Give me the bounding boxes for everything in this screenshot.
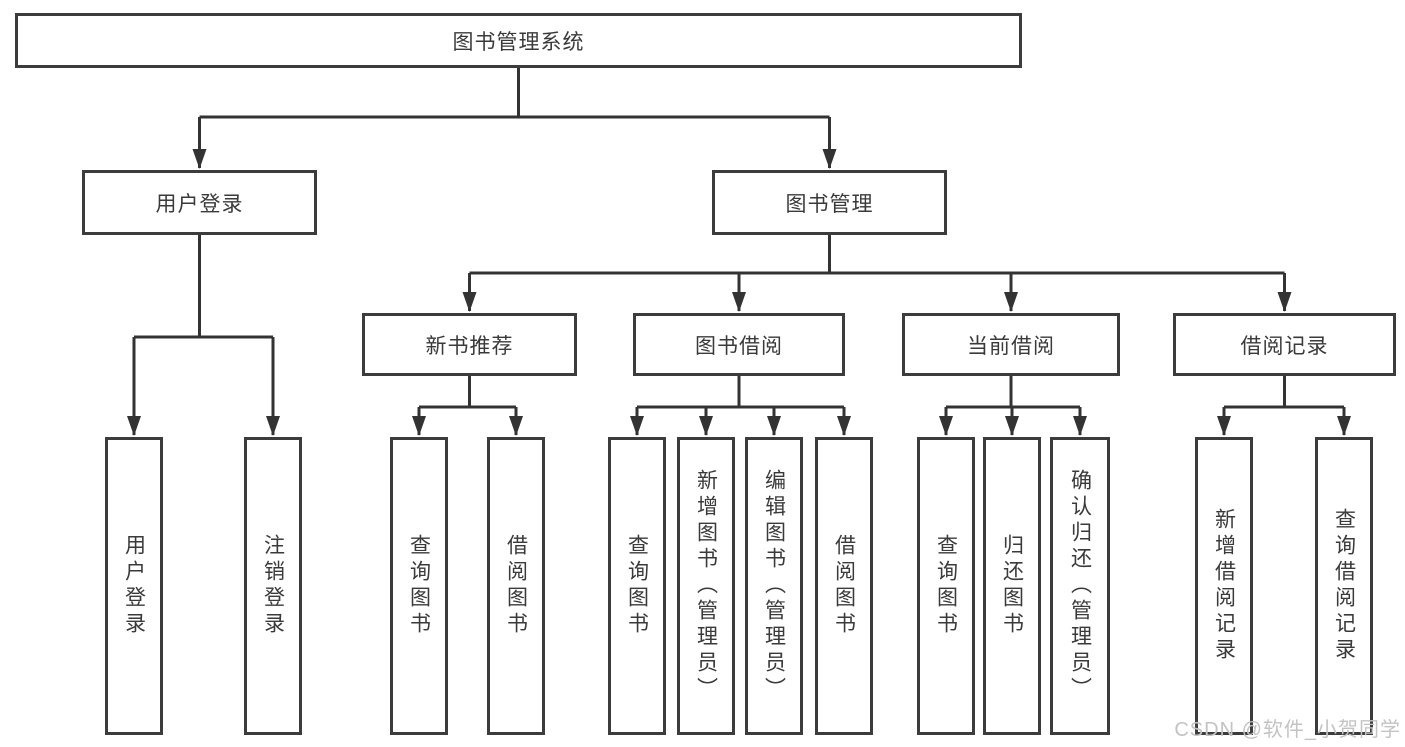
node-new-book-recommend-label: 新书推荐 — [425, 334, 514, 358]
leaf-confirm-return-admin: 确认归还（管理员） — [1050, 437, 1110, 735]
watermark: CSDN @软件_小贺同学 — [1174, 719, 1401, 741]
leaf-edit-books-admin: 编辑图书（管理员） — [745, 437, 803, 735]
leaf-borrowing-borrow-books: 借阅图书 — [815, 437, 873, 735]
node-new-book-recommend: 新书推荐 — [362, 313, 577, 376]
leaf-current-query-books: 查询图书 — [917, 437, 975, 735]
leaf-confirm-return-admin-label: 确认归还（管理员） — [1068, 469, 1092, 703]
node-book-management-label: 图书管理 — [785, 192, 874, 216]
leaf-current-query-books-label: 查询图书 — [934, 534, 958, 638]
node-user-login: 用户登录 — [82, 170, 317, 235]
node-borrowing-records-label: 借阅记录 — [1240, 334, 1329, 358]
leaf-add-books-admin: 新增图书（管理员） — [677, 437, 735, 735]
node-borrowing-records: 借阅记录 — [1173, 313, 1396, 376]
node-root-system: 图书管理系统 — [15, 13, 1022, 68]
leaf-recommend-borrow-books: 借阅图书 — [487, 437, 545, 735]
leaf-return-books-label: 归还图书 — [1000, 534, 1024, 638]
node-current-borrowing-label: 当前借阅 — [967, 334, 1055, 358]
node-user-login-label: 用户登录 — [155, 192, 244, 216]
leaf-add-books-admin-label: 新增图书（管理员） — [694, 469, 718, 703]
node-book-borrowing-label: 图书借阅 — [695, 334, 783, 358]
node-book-management: 图书管理 — [712, 170, 947, 235]
leaf-query-borrow-record-label: 查询借阅记录 — [1332, 508, 1356, 664]
node-root-system-label: 图书管理系统 — [452, 30, 585, 54]
leaf-add-borrow-record-label: 新增借阅记录 — [1212, 508, 1236, 664]
leaf-return-books: 归还图书 — [983, 437, 1041, 735]
leaf-logout: 注销登录 — [244, 437, 302, 735]
leaf-borrowing-query-books: 查询图书 — [608, 437, 666, 735]
leaf-recommend-query-books-label: 查询图书 — [407, 534, 431, 638]
node-current-borrowing: 当前借阅 — [902, 313, 1120, 376]
leaf-borrowing-query-books-label: 查询图书 — [625, 534, 649, 638]
leaf-add-borrow-record: 新增借阅记录 — [1195, 437, 1253, 735]
leaf-logout-label: 注销登录 — [261, 534, 285, 638]
node-book-borrowing: 图书借阅 — [633, 313, 845, 376]
leaf-borrowing-borrow-books-label: 借阅图书 — [832, 534, 856, 638]
leaf-user-login-label: 用户登录 — [122, 534, 146, 638]
leaf-user-login: 用户登录 — [105, 437, 163, 735]
leaf-query-borrow-record: 查询借阅记录 — [1315, 437, 1373, 735]
leaf-recommend-borrow-books-label: 借阅图书 — [504, 534, 528, 638]
leaf-recommend-query-books: 查询图书 — [390, 437, 448, 735]
leaf-edit-books-admin-label: 编辑图书（管理员） — [762, 469, 786, 703]
